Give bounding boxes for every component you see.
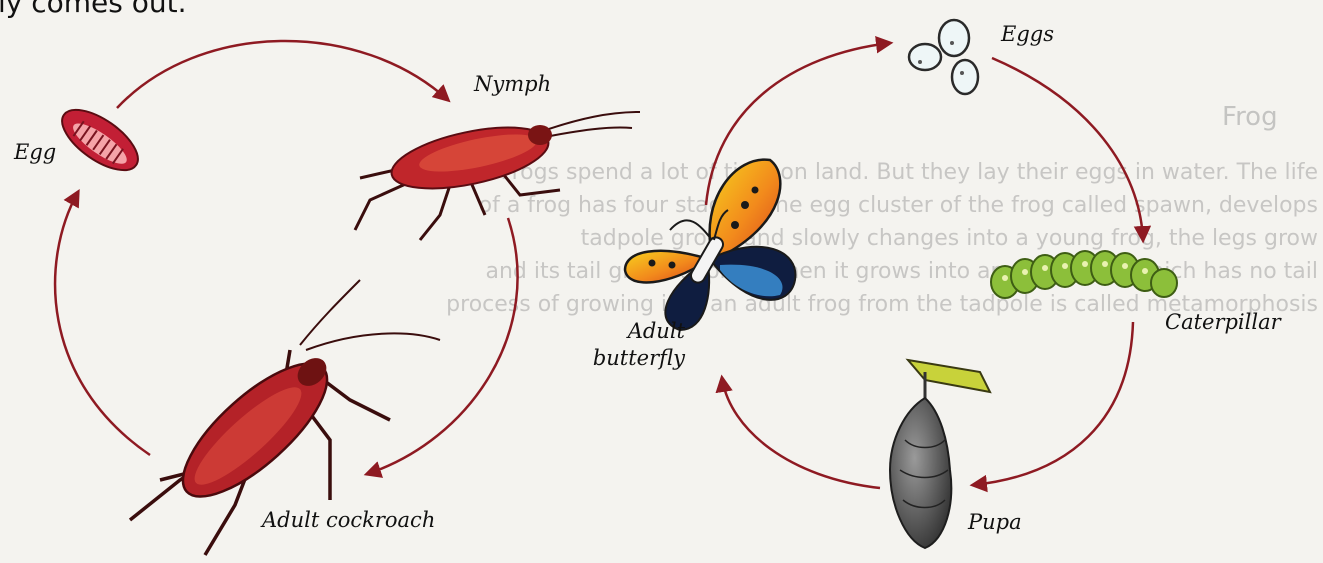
arrow-caterpillar-to-pupa	[973, 322, 1133, 485]
adult-butterfly-illustration	[625, 160, 795, 330]
butterfly-eggs-illustration	[909, 20, 978, 94]
nymph-illustration	[355, 112, 640, 240]
label-adult-butterfly: Adult butterfly	[575, 318, 685, 372]
label-nymph: Nymph	[474, 72, 551, 96]
caterpillar-illustration	[991, 251, 1177, 298]
label-pupa: Pupa	[968, 510, 1022, 534]
arrow-pupa-to-adult	[722, 378, 880, 488]
label-adult-cockroach: Adult cockroach	[262, 508, 435, 532]
arrow-adult-to-egg	[55, 192, 150, 455]
arrow-egg-to-nymph	[117, 41, 448, 108]
cockroach-egg-illustration	[52, 98, 147, 181]
arrow-nymph-to-adult	[367, 218, 518, 474]
label-egg: Egg	[14, 140, 56, 164]
arrow-eggs-to-caterpillar	[992, 58, 1143, 240]
label-eggs: Eggs	[1001, 22, 1054, 46]
label-caterpillar: Caterpillar	[1165, 310, 1281, 334]
